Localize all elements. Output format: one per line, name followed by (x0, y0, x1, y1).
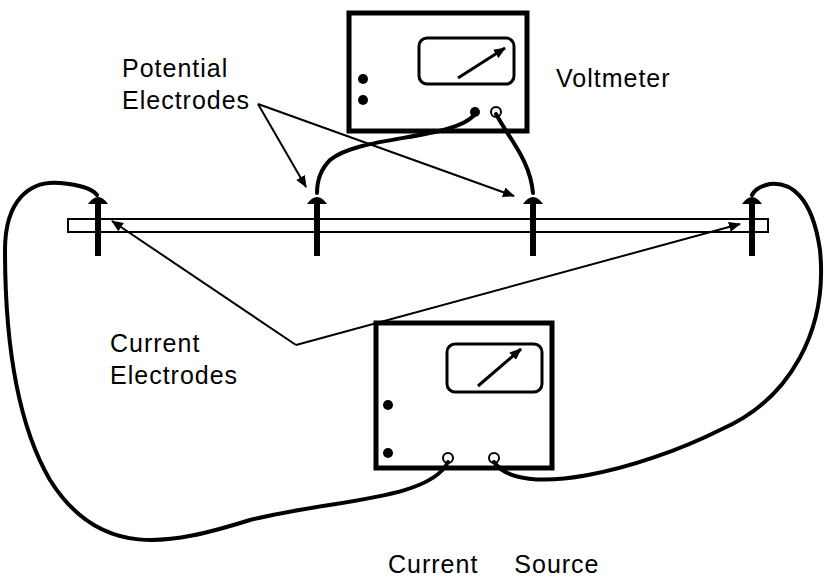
instrument-label: Current Source (388, 548, 648, 580)
callout-label: Potential Electrodes (122, 52, 272, 116)
electrodes (88, 197, 762, 256)
sample-rod (68, 219, 768, 232)
instrument-label: Voltmeter (556, 62, 716, 94)
wires (5, 114, 821, 540)
voltmeter-symbol (349, 13, 527, 131)
current-source-symbol (376, 323, 552, 468)
callout-label: Current Electrodes (110, 327, 280, 391)
leader-arrows (112, 104, 740, 345)
